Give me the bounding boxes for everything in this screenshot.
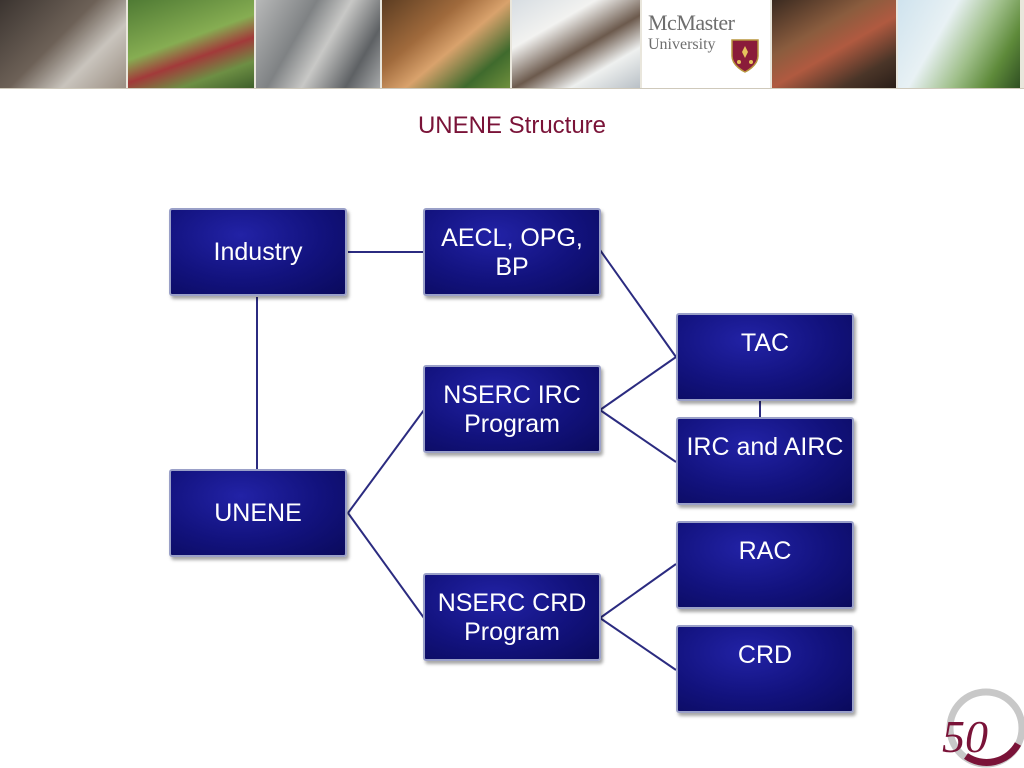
node-crd: CRD: [676, 625, 854, 713]
banner-photo-presenter: [0, 0, 126, 88]
node-irc-and-airc: IRC and AIRC: [676, 417, 854, 505]
link-nserc-crd-crd: [599, 617, 677, 671]
link-nserc-irc-irc-airc: [599, 409, 677, 463]
link-unene-nserc-crd: [347, 512, 425, 619]
mcmaster-logo: McMaster University: [642, 0, 770, 88]
banner-photo-lab: [256, 0, 380, 88]
banner-photo-group: [772, 0, 896, 88]
link-aecl-tac: [599, 249, 677, 358]
banner-photo-campus: [128, 0, 254, 88]
seal-number: 50: [942, 711, 988, 762]
node-nserc-crd-program: NSERC CRD Program: [423, 573, 601, 661]
node-rac: RAC: [676, 521, 854, 609]
banner-photo-lab-team: [512, 0, 640, 88]
logo-wordmark-line2: University: [648, 36, 716, 53]
logo-wordmark-line1: McMaster: [648, 10, 735, 35]
crest-icon: [731, 39, 759, 73]
link-unene-nserc-irc: [347, 409, 425, 514]
node-industry: Industry: [169, 208, 347, 296]
anniversary-seal-icon: 50: [942, 688, 1024, 768]
banner-photo-building: [898, 0, 1020, 88]
page-title: UNENE Structure: [417, 112, 607, 139]
node-aecl-opg-bp: AECL, OPG, BP: [423, 208, 601, 296]
banner-photo-student-plants: [382, 0, 510, 88]
header-banner: McMaster University: [0, 0, 1024, 89]
node-nserc-irc-program: NSERC IRC Program: [423, 365, 601, 453]
link-nserc-irc-tac: [599, 356, 677, 411]
node-tac: TAC: [676, 313, 854, 401]
node-unene: UNENE: [169, 469, 347, 557]
link-nserc-crd-rac: [599, 563, 677, 619]
